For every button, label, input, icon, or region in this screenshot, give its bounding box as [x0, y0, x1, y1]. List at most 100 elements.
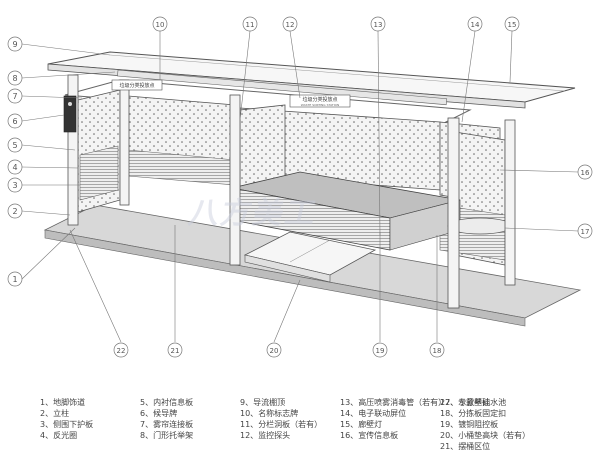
- callout-4: 4: [7, 159, 23, 175]
- legend-item-1: 1、地脚饰道: [40, 398, 85, 408]
- legend-number: 5、: [140, 398, 154, 407]
- svg-text:12: 12: [286, 21, 295, 29]
- callout-1: 1: [7, 271, 23, 287]
- legend-number: 10、: [240, 409, 259, 418]
- svg-text:19: 19: [376, 347, 385, 355]
- legend-number: 20、: [440, 431, 459, 440]
- svg-text:8: 8: [12, 74, 17, 83]
- legend-item-16: 16、宣传信息板: [340, 431, 398, 441]
- sign-left-text: 垃圾分类投放点: [119, 82, 154, 89]
- legend-text: 摆桶区位: [458, 442, 491, 451]
- sign-center-text: 垃圾分类投放点: [302, 96, 337, 103]
- svg-text:9: 9: [12, 40, 17, 49]
- callout-15: 15: [504, 16, 520, 32]
- svg-text:21: 21: [171, 347, 180, 355]
- legend-text: 地脚饰道: [53, 398, 86, 407]
- legend-number: 11、: [240, 420, 259, 429]
- callout-6: 6: [7, 113, 23, 129]
- watermark: 八方美工: [185, 196, 321, 231]
- callout-17: 17: [577, 223, 593, 239]
- legend-text: 镀铜阻控板: [458, 420, 499, 429]
- legend-number: 8、: [140, 431, 154, 440]
- legend-item-19: 19、镀铜阻控板: [440, 420, 498, 430]
- legend-text: 侧围下护板: [53, 420, 94, 429]
- legend-text: 内衬信息板: [153, 398, 194, 407]
- callouts: 9 8 7 6 5 4 3 2 1 10 11 12 13 14 15 16 1…: [7, 16, 593, 358]
- legend-number: 14、: [340, 409, 359, 418]
- svg-text:14: 14: [471, 21, 480, 29]
- legend-item-13: 13、高压喷雾消毒管（若有）: [340, 398, 446, 408]
- sorting-shelf: [231, 171, 513, 251]
- svg-text:11: 11: [246, 21, 255, 29]
- callout-9: 9: [7, 36, 23, 52]
- legend-number: 15、: [340, 420, 359, 429]
- legend-text: 示意基础: [458, 398, 491, 407]
- legend-number: 22、: [440, 398, 459, 407]
- legend-text: 专款壁挂水池: [458, 398, 507, 407]
- info-board: [63, 95, 77, 133]
- legend-item-10: 10、名称标志牌: [240, 409, 298, 419]
- legend-item-11: 11、分栏洞板（若有）: [240, 420, 322, 430]
- legend-number: 18、: [440, 409, 459, 418]
- svg-text:15: 15: [508, 21, 517, 29]
- signboards: 垃圾分类投放点 垃圾分类投放点 WASTE SORTING STATION: [111, 79, 351, 108]
- legend-number: 17、: [440, 398, 459, 407]
- legend-number: 2、: [40, 409, 54, 418]
- svg-text:16: 16: [581, 169, 590, 177]
- svg-text:20: 20: [270, 347, 279, 355]
- legend-number: 6、: [140, 409, 154, 418]
- sign-center-subtext: WASTE SORTING STATION: [301, 103, 339, 107]
- legend-item-12: 12、监控探头: [240, 431, 290, 441]
- raise-platform: [243, 231, 377, 283]
- svg-text:22: 22: [117, 347, 126, 355]
- svg-text:1: 1: [12, 275, 17, 284]
- callout-13: 13: [370, 16, 386, 32]
- legend-item-22: 22、示意基础: [440, 398, 490, 408]
- callout-20: 20: [266, 342, 282, 358]
- callout-2: 2: [7, 203, 23, 219]
- callout-19: 19: [372, 342, 388, 358]
- svg-text:5: 5: [12, 141, 17, 150]
- legend-item-21: 21、摆桶区位: [440, 442, 490, 452]
- legend-number: 12、: [240, 431, 259, 440]
- callout-7: 7: [7, 88, 23, 104]
- legend-text: 雾帘连接板: [153, 420, 194, 429]
- legend-item-5: 5、内衬信息板: [140, 398, 193, 408]
- legend-text: 分栏洞板（若有）: [258, 420, 323, 429]
- callout-8: 8: [7, 70, 23, 86]
- legend-text: 电子联动屏位: [358, 409, 407, 418]
- legend-item-20: 20、小桶垫高块（若有）: [440, 431, 530, 441]
- svg-text:7: 7: [12, 92, 17, 101]
- legend-number: 3、: [40, 420, 54, 429]
- callout-22: 22: [113, 342, 129, 358]
- legend-item-2: 2、立柱: [40, 409, 69, 419]
- legend-number: 16、: [340, 431, 359, 440]
- legend-number: 13、: [340, 398, 359, 407]
- legend-text: 廊壁灯: [358, 420, 383, 429]
- legend-text: 高压喷雾消毒管（若有）: [358, 398, 447, 407]
- legend-text: 立柱: [53, 409, 70, 418]
- legend-number: 4、: [40, 431, 54, 440]
- legend-item-9: 9、导流棚顶: [240, 398, 285, 408]
- svg-text:4: 4: [12, 163, 17, 172]
- left-side-panel: [77, 89, 121, 213]
- callout-3: 3: [7, 177, 23, 193]
- legend-text: 反光圈: [53, 431, 78, 440]
- svg-text:6: 6: [12, 117, 17, 126]
- legend-item-14: 14、电子联动屏位: [340, 409, 406, 419]
- legend-number: 9、: [240, 398, 254, 407]
- legend-item-3: 3、侧围下护板: [40, 420, 93, 430]
- svg-text:10: 10: [156, 21, 165, 29]
- svg-text:3: 3: [12, 181, 17, 190]
- callout-21: 21: [167, 342, 183, 358]
- legend-item-7: 7、雾帘连接板: [140, 420, 193, 430]
- legend-text: 分拣板固定扣: [458, 409, 507, 418]
- callout-18: 18: [429, 342, 445, 358]
- callout-5: 5: [7, 137, 23, 153]
- callout-10: 10: [152, 16, 168, 32]
- callout-11: 11: [242, 16, 258, 32]
- legend-number: 7、: [140, 420, 154, 429]
- leader-lines: [21, 30, 579, 343]
